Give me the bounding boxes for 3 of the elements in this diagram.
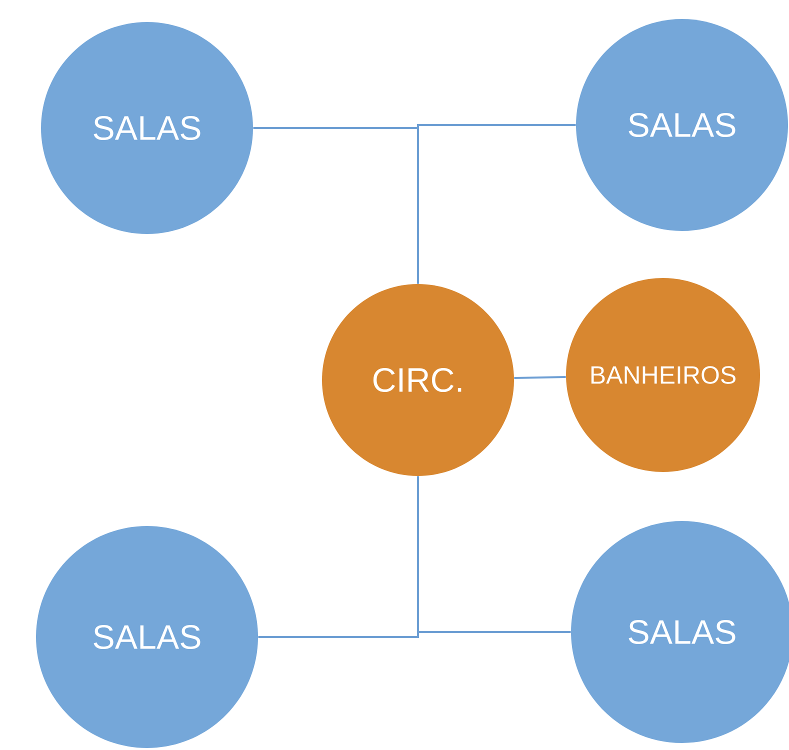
- connector-line: [514, 376, 566, 380]
- connector-line: [417, 124, 576, 284]
- connector-line: [417, 476, 571, 633]
